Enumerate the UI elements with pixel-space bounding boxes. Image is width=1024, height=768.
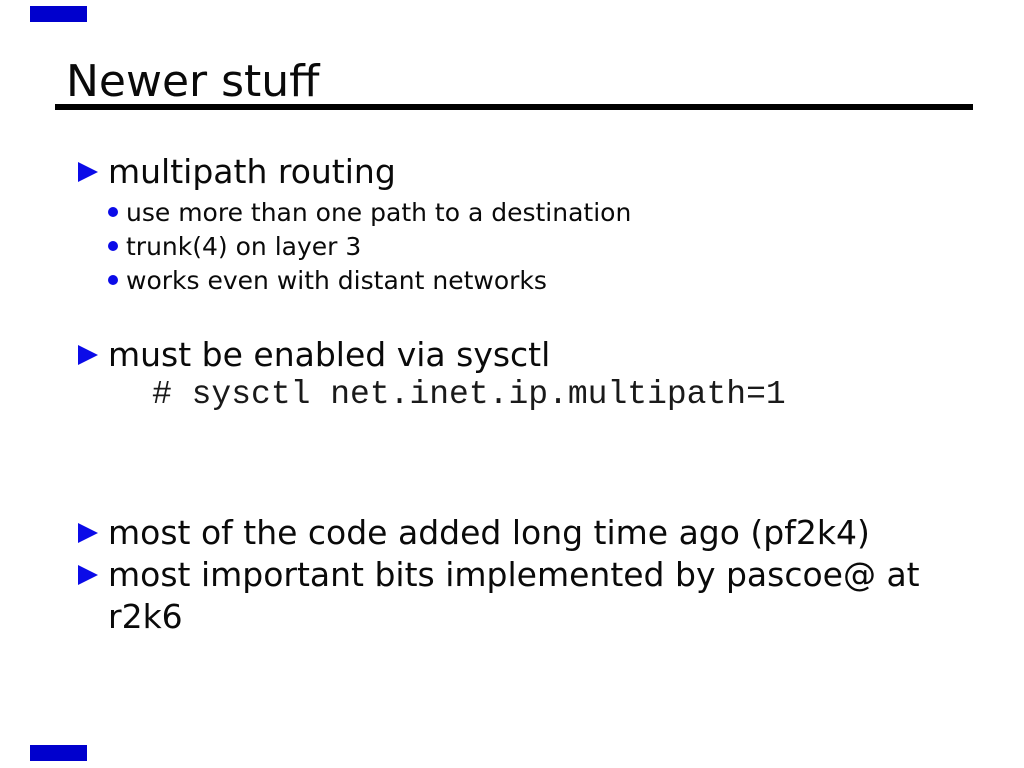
bullet-triangle-icon bbox=[78, 162, 98, 182]
bullet-dot-icon bbox=[108, 275, 118, 285]
bullet-dot-icon bbox=[108, 207, 118, 217]
subbullet-trunk-layer3: trunk(4) on layer 3 bbox=[126, 232, 362, 261]
subbullet-distant-networks: works even with distant networks bbox=[126, 266, 547, 295]
bullet-multipath-routing: multipath routing bbox=[108, 152, 396, 191]
title-underline-rule bbox=[55, 104, 973, 110]
bullet-triangle-icon bbox=[78, 523, 98, 543]
bullet-triangle-icon bbox=[78, 565, 98, 585]
sysctl-command-code: # sysctl net.inet.ip.multipath=1 bbox=[152, 376, 786, 413]
bullet-pascoe-line2: r2k6 bbox=[108, 597, 183, 636]
slide-title: Newer stuff bbox=[66, 56, 320, 107]
bullet-enable-sysctl: must be enabled via sysctl bbox=[108, 335, 551, 374]
bottom-left-corner-bar bbox=[30, 745, 87, 761]
bullet-triangle-icon bbox=[78, 345, 98, 365]
bullet-code-added-pf2k4: most of the code added long time ago (pf… bbox=[108, 513, 870, 552]
bullet-pascoe-line1: most important bits implemented by pasco… bbox=[108, 555, 920, 594]
bullet-dot-icon bbox=[108, 241, 118, 251]
top-left-corner-bar bbox=[30, 6, 87, 22]
subbullet-use-more-paths: use more than one path to a destination bbox=[126, 198, 632, 227]
